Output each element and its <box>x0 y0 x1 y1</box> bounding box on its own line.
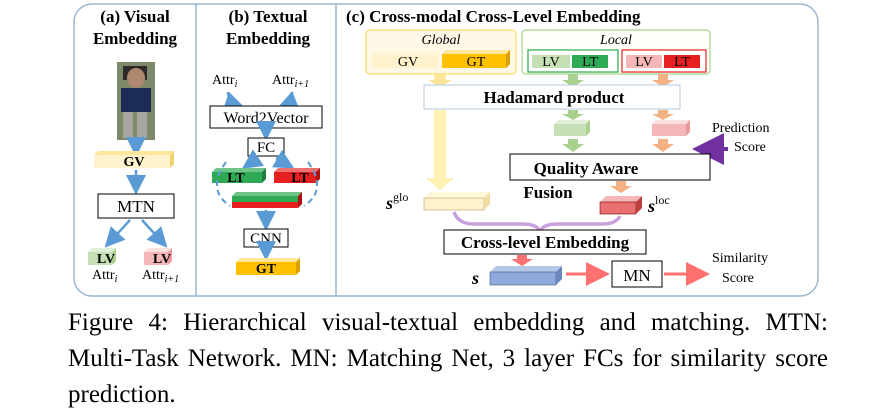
s-label: s <box>471 268 479 288</box>
gt-bar <box>236 258 300 275</box>
panel-b-title-line2: Embedding <box>226 29 311 48</box>
prediction-score-line2: Score <box>734 140 766 155</box>
attr-i-label-a: Attri <box>92 268 118 285</box>
qaf-label-line1: Quality Aware <box>534 159 639 178</box>
figure-frame <box>73 3 819 297</box>
local-lv-lt-pair-2 <box>621 49 707 73</box>
arrow-fc-to-lt-left <box>241 149 265 169</box>
arrow-global-to-hadamard <box>428 74 452 87</box>
gt-label: GT <box>256 262 277 277</box>
arrow-fc-to-lt-right <box>272 149 295 169</box>
pedestrian-image <box>117 62 155 140</box>
lv-right-cube <box>144 248 172 265</box>
s-loc-label: sloc <box>647 193 670 216</box>
lt-left-label: LT <box>227 171 245 186</box>
arrow-attr-i-to-w2v <box>222 91 245 111</box>
dashed-merge-left <box>216 161 231 207</box>
figure-caption: Figure 4: Hierarchical visual-textual em… <box>68 309 828 408</box>
local-group-label: Local <box>599 33 632 48</box>
global-gv-label: GV <box>398 55 418 70</box>
local-lv1-label: LV <box>542 55 559 70</box>
qaf-box <box>509 153 711 181</box>
panel-a-title-line1: (a) Visual <box>100 7 170 26</box>
purple-bracket <box>452 211 622 233</box>
similarity-score-line2: Score <box>722 271 754 286</box>
attr-i-label-b: Attri <box>212 73 238 90</box>
prediction-score-line1: Prediction <box>712 121 770 136</box>
local-lv2-label: LV <box>635 55 652 70</box>
panel-b-title-line1: (b) Textual <box>229 7 308 26</box>
arrow-mtn-to-lv-right <box>141 219 168 248</box>
dashed-merge-right <box>303 161 318 207</box>
lt-right-label: LT <box>291 171 309 186</box>
arrow-hadamard-to-sglo <box>426 110 454 190</box>
lt-right-bar <box>274 168 320 183</box>
global-gt-label: GT <box>467 55 486 70</box>
concat-lt-bar <box>232 192 302 208</box>
attr-i1-label-b: Attri+1 <box>272 73 309 90</box>
global-gv-bar <box>372 50 442 68</box>
s-cube <box>489 266 562 286</box>
s-glo-cube <box>423 192 490 211</box>
cross-level-box <box>443 229 647 255</box>
local-lt2-label: LT <box>674 55 690 70</box>
arrow-attr-i1-to-w2v <box>277 91 300 110</box>
hadamard-box <box>423 84 681 110</box>
lv-right-label: LV <box>153 252 171 267</box>
lt-left-bar <box>212 168 266 183</box>
global-gt-bar <box>442 50 510 68</box>
cross-level-label: Cross-level Embedding <box>461 233 630 252</box>
arrow-hadamard-to-red-cube <box>652 110 674 120</box>
panel-a-title-line2: Embedding <box>93 29 178 48</box>
local-lt1-label: LT <box>582 55 598 70</box>
arrow-local1-to-hadamard <box>562 74 584 87</box>
red-local-cube <box>652 120 690 136</box>
arrow-local2-to-hadamard <box>652 74 674 87</box>
mn-label: MN <box>623 266 650 285</box>
cnn-label: CNN <box>250 231 282 247</box>
mtn-box <box>97 193 175 219</box>
arrow-red-cube-to-qaf <box>652 139 674 152</box>
local-lv-lt-pair-1 <box>527 49 619 73</box>
similarity-score-line1: Similarity <box>712 251 768 266</box>
lv-left-cube <box>88 248 116 265</box>
arrow-hadamard-to-green-cube <box>562 110 584 120</box>
s-glo-label: sglo <box>385 190 408 213</box>
qaf-label-line2: Fusion <box>523 183 573 202</box>
arrow-crosslevel-to-s <box>511 255 533 266</box>
green-local-cube <box>554 120 590 136</box>
attr-i1-label-a: Attri+1 <box>142 268 179 285</box>
mn-box <box>611 260 663 288</box>
lv-left-label: LV <box>97 252 115 267</box>
arrow-green-cube-to-qaf <box>562 139 584 152</box>
word2vector-label: Word2Vector <box>224 110 310 127</box>
mtn-label: MTN <box>117 197 155 216</box>
gv-feature-bar <box>94 151 174 168</box>
global-group-label: Global <box>422 33 461 48</box>
arrow-qaf-to-sloc <box>610 181 632 193</box>
hadamard-label: Hadamard product <box>484 88 625 107</box>
arrow-mtn-to-lv-left <box>104 219 131 248</box>
gv-label: GV <box>124 155 145 170</box>
s-loc-cube <box>599 196 642 215</box>
fc-label: FC <box>257 140 275 156</box>
hierarchical-embedding-diagram: (a) Visual Embedding GV MTN LV LV Attri … <box>73 3 819 297</box>
panel-c-title: (c) Cross-modal Cross-Level Embedding <box>346 7 641 26</box>
